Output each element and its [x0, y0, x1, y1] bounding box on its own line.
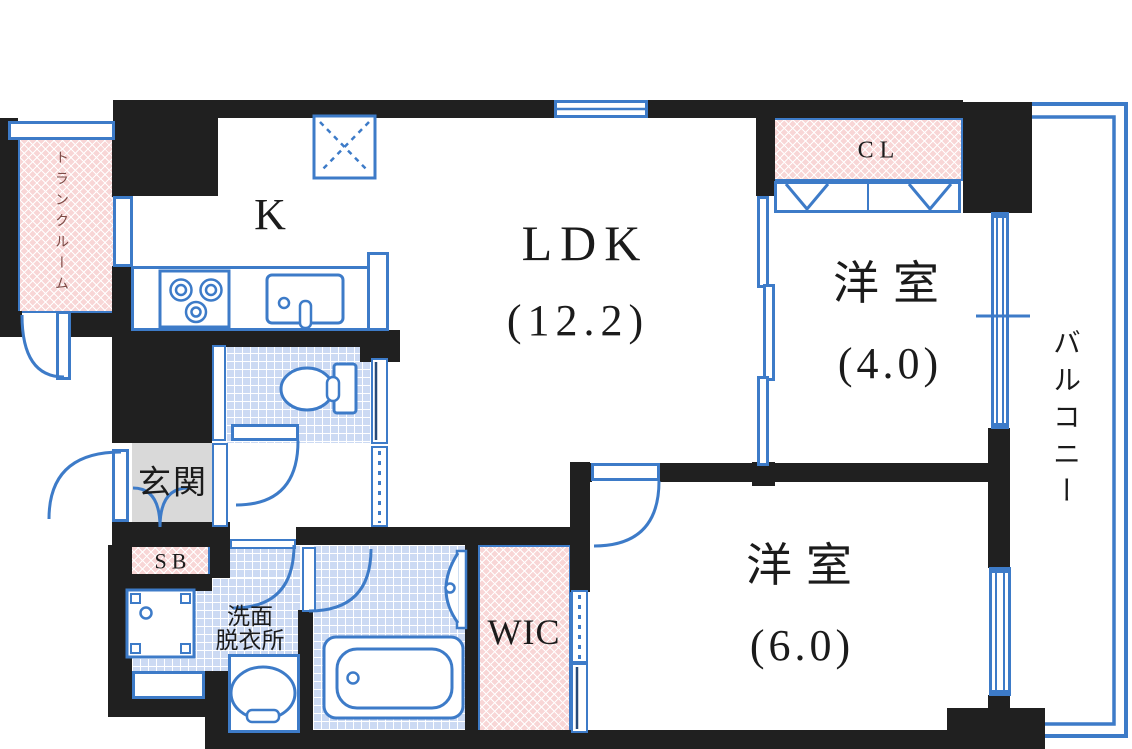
balcony-railing — [1032, 102, 1128, 738]
folding-door-chevrons — [784, 183, 953, 212]
wall — [660, 463, 1010, 482]
entrance-door-leaf — [112, 449, 129, 522]
room-area-bedroom4: (4.0) — [837, 338, 943, 388]
room-label-shoebox: SB — [154, 548, 192, 574]
room-area-bedroom6: (6.0) — [749, 620, 855, 670]
room-label-wic: WIC — [487, 612, 561, 653]
room-label-bedroom4: 洋室 — [833, 257, 953, 309]
partition-panel-3 — [757, 376, 769, 466]
toilet-icon — [279, 362, 358, 415]
bedroom6-door-leaf — [591, 463, 660, 481]
kitchen-counter-end — [367, 252, 389, 331]
wall — [360, 330, 400, 362]
wall — [570, 462, 590, 592]
kitchen-side-window — [113, 196, 133, 267]
wall — [108, 695, 205, 717]
washroom-area-a — [228, 545, 300, 578]
wall — [570, 463, 592, 482]
wall — [988, 428, 1010, 568]
wall — [0, 118, 18, 313]
shoebox-door-right — [158, 486, 189, 528]
room-label-balcony: バルコニー — [1049, 328, 1080, 513]
trunk-room-door-leaf — [56, 311, 71, 380]
range-hood-icon — [312, 114, 377, 180]
wall — [126, 574, 212, 591]
room-label-trunk: トランクルーム — [53, 150, 68, 297]
wall — [210, 527, 230, 578]
washer-counter — [132, 671, 205, 699]
bathtub-icon — [322, 635, 465, 720]
wall — [465, 536, 478, 734]
washroom-door-swing — [232, 544, 296, 610]
door-swing-arcs — [20, 314, 661, 613]
room-label-washroom-1: 洗面 — [227, 603, 273, 629]
kitchen-sink-icon — [265, 273, 345, 330]
wall — [0, 311, 22, 337]
wall — [756, 112, 775, 196]
hall-sliding-door-track — [371, 446, 388, 527]
wall — [963, 102, 1032, 213]
trunk-room-louver — [8, 121, 115, 140]
room-label-closet: CL — [857, 137, 901, 164]
entrance-step — [212, 443, 228, 527]
bathroom-door-swing — [308, 548, 373, 613]
wic-sliding-door-panel — [571, 663, 588, 733]
closet-area — [773, 118, 963, 181]
wall — [71, 313, 115, 337]
trunk-room-area — [18, 138, 115, 313]
entrance-door-swing — [47, 450, 122, 520]
wall — [112, 266, 133, 337]
toilet-door-swing — [235, 440, 300, 507]
wall — [112, 331, 212, 443]
trunk-door-swing — [20, 314, 65, 379]
wall — [296, 527, 570, 545]
room-label-ldk: LDK — [521, 214, 649, 271]
partition-panel-2 — [763, 284, 775, 381]
entrance-area — [132, 441, 212, 528]
window-details — [556, 107, 1030, 696]
wall — [752, 462, 775, 486]
room-label-kitchen: K — [254, 189, 286, 239]
washer-pan-icon — [125, 588, 196, 659]
vanity-basin-icon — [229, 665, 297, 724]
washroom-door-leaf — [230, 539, 296, 549]
room-label-washroom-2: 脱衣所 — [215, 627, 285, 653]
wall — [205, 671, 228, 749]
wall — [648, 100, 963, 118]
wall — [112, 128, 133, 197]
wall — [133, 330, 390, 347]
toilet-side-cabinet — [212, 345, 226, 441]
sliding-door-details — [374, 362, 581, 729]
toilet-door-leaf — [231, 424, 299, 441]
wall — [947, 708, 1045, 749]
room-area-ldk: (12.2) — [506, 295, 650, 345]
wall — [298, 610, 313, 732]
shower-icon — [444, 549, 468, 630]
room-label-entrance: 玄関 — [138, 465, 208, 502]
wall — [218, 100, 554, 118]
wall — [218, 730, 1045, 749]
bedroom6-door-swing — [593, 480, 661, 548]
room-label-bedroom6: 洋室 — [746, 539, 866, 591]
stove-icon — [158, 269, 231, 329]
